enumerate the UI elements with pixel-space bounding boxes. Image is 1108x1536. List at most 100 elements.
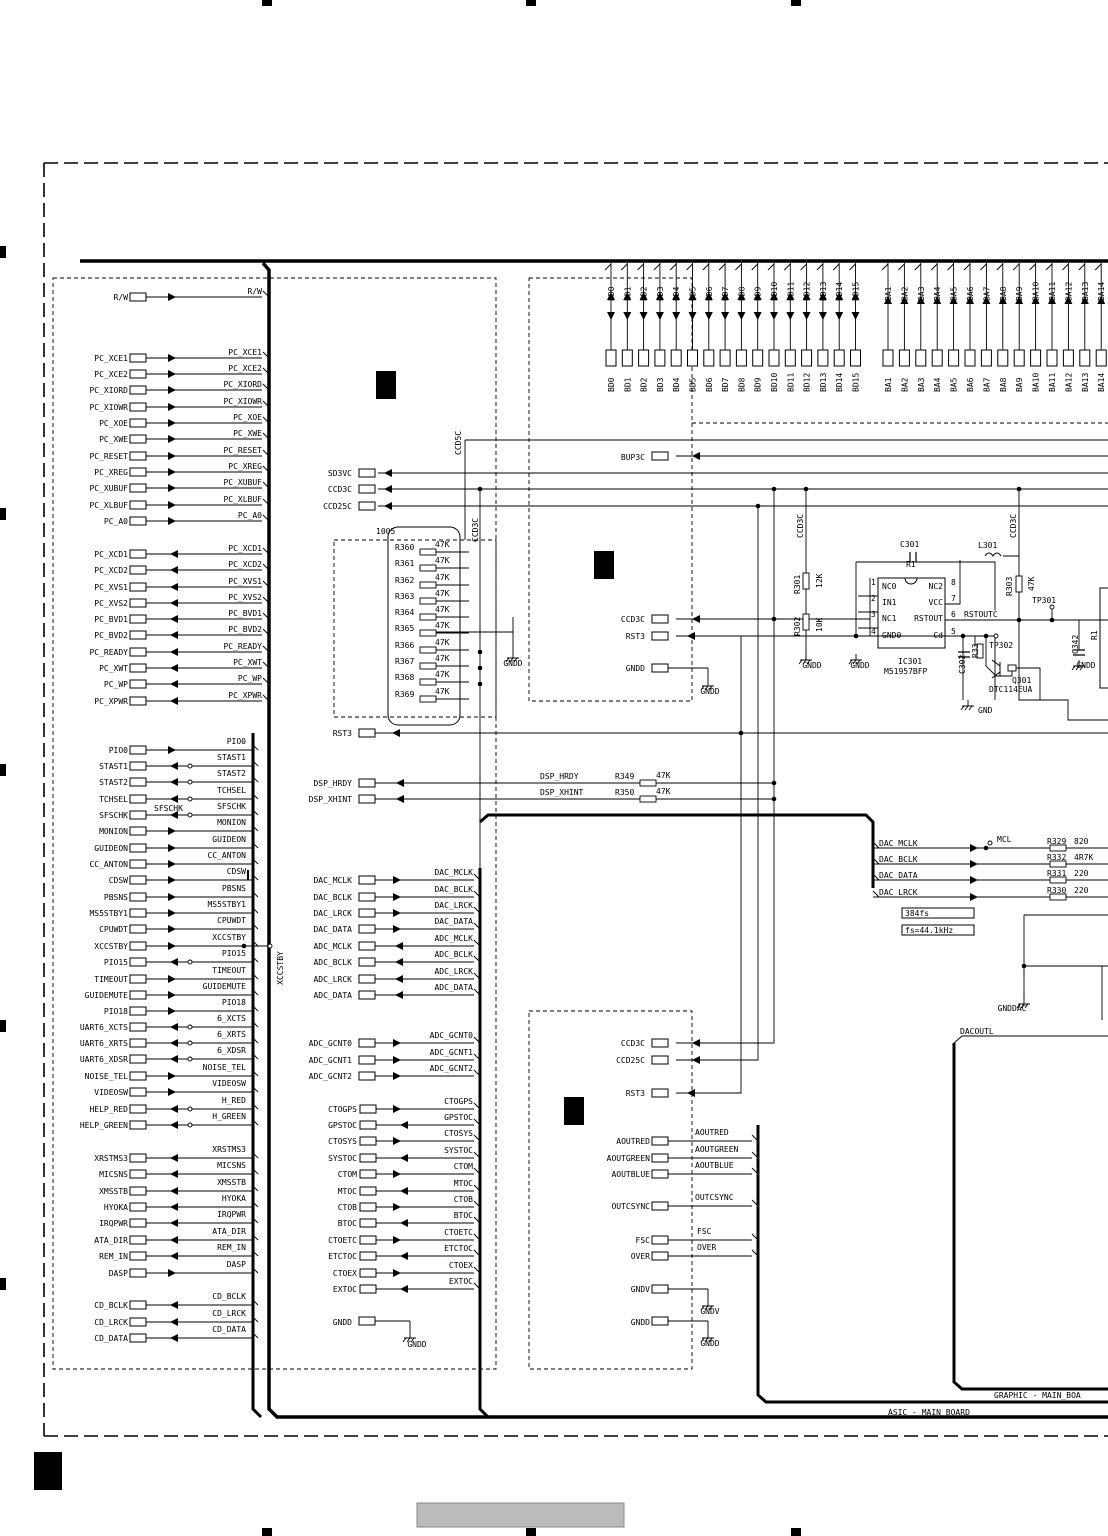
arrow-left-icon	[170, 1039, 178, 1047]
tp301-label: TP301	[1032, 596, 1056, 605]
arrow-left-icon	[170, 1203, 178, 1211]
bus-entry	[686, 263, 693, 271]
arrow-right-icon	[168, 991, 176, 999]
bus-signal-label: PC_XIORD	[223, 380, 262, 389]
bus-entry	[930, 263, 938, 271]
bus-bit-label: BA10	[1032, 282, 1041, 301]
connector-label: BD12	[803, 373, 812, 392]
open-terminal	[187, 1040, 193, 1046]
bus-entry	[251, 1331, 259, 1339]
connector-box	[129, 941, 147, 951]
dsp-wire-label: DSP_HRDY	[540, 772, 579, 781]
arrow-up-icon	[802, 292, 811, 300]
resistor-label: R368	[395, 673, 414, 682]
bus-entry	[251, 1151, 259, 1159]
connector-box	[129, 1120, 147, 1130]
connector-label: PC_BVD1	[94, 615, 128, 624]
connector-label: BA11	[1048, 373, 1057, 392]
arrow-left-icon	[384, 485, 392, 493]
connector-box	[129, 1317, 147, 1327]
bus-entry	[262, 580, 270, 588]
resistor-icon	[1049, 844, 1067, 852]
connector-box	[129, 483, 147, 493]
gnd-label: GNDD	[802, 661, 821, 670]
arrow-down-icon	[721, 312, 730, 320]
connector-box	[129, 630, 147, 640]
connector-label: BD10	[770, 373, 779, 392]
bus-entry	[751, 1151, 759, 1159]
bus-bit-label: BA8	[999, 286, 1008, 301]
resistor-label: R329	[1047, 837, 1066, 846]
connector-box	[882, 349, 894, 367]
arrow-right-icon	[168, 435, 176, 443]
rst3-connector-label: RST3	[333, 729, 352, 738]
arrow-right-icon	[168, 746, 176, 754]
bus-entry	[262, 383, 270, 391]
connector-box	[129, 582, 147, 592]
arrow-down-icon	[851, 312, 860, 320]
bus-signal-label: PC_XVS1	[228, 577, 262, 586]
connector-box	[358, 728, 376, 738]
c342-label: C342	[1071, 635, 1080, 654]
ground-icon	[848, 659, 862, 665]
cto-bus-label: CTOSYS	[444, 1129, 473, 1138]
connector-label: MONION	[99, 827, 128, 836]
resistor-label: R367	[395, 657, 414, 666]
bus-entry	[251, 939, 259, 947]
resistor-value: 47K	[656, 787, 671, 796]
connector-box	[129, 957, 147, 967]
connector-box	[651, 663, 669, 673]
resistor-icon	[419, 678, 437, 686]
connector-box	[1062, 349, 1074, 367]
connector-box	[358, 974, 376, 984]
cto-bus-label: MTOC	[454, 1179, 473, 1188]
arrow-up-icon	[655, 292, 664, 300]
capacitor-icon	[909, 552, 917, 562]
resistor-icon	[419, 581, 437, 589]
connector-label: CC_ANTON	[89, 860, 128, 869]
dac-connector-label: ADC_DATA	[313, 991, 352, 1000]
resistor-icon	[802, 613, 810, 631]
connector-box	[359, 1104, 377, 1114]
ccd3c-vertical-label: CCD3C	[471, 518, 480, 542]
tp302-label: TP302	[989, 641, 1013, 650]
l301-label: L301	[978, 541, 997, 550]
bus-bit-label: BA3	[917, 286, 926, 301]
bus-entry	[262, 367, 270, 375]
arrow-right-icon	[168, 354, 176, 362]
connector-box	[129, 1268, 147, 1278]
test-point-icon	[987, 840, 993, 846]
cto-connector-label: BTOC	[338, 1219, 357, 1228]
connector-box	[129, 777, 147, 787]
connector-label: IRQPWR	[99, 1219, 128, 1228]
connector-label: PIO0	[109, 746, 128, 755]
bus-entry	[751, 1249, 759, 1257]
arrow-up-icon	[916, 296, 925, 304]
arrow-right-icon	[168, 501, 176, 509]
connector-box	[129, 369, 147, 379]
bus-entry	[872, 873, 880, 881]
resistor-icon	[1007, 664, 1017, 672]
connector-box	[129, 745, 147, 755]
arrow-left-icon	[170, 1170, 178, 1178]
resistor-icon	[1049, 860, 1067, 868]
arrow-up-icon	[1097, 296, 1106, 304]
arrow-right-icon	[168, 1269, 176, 1277]
connector-box	[651, 631, 669, 641]
bus-entry	[1029, 263, 1036, 271]
connector-box	[358, 501, 376, 511]
gcnt-connector-label: ADC_GCNT0	[309, 1039, 353, 1048]
arrow-left-icon	[170, 680, 178, 688]
bus-signal-label: PC_XCD2	[228, 560, 262, 569]
gcnt-connector-label: ADC_GCNT1	[309, 1056, 353, 1065]
lower-connector-label: CCD25C	[616, 1056, 645, 1065]
connector-box	[651, 1201, 669, 1211]
bus-entry	[251, 1036, 259, 1044]
bus-signal-label: PC_WP	[238, 674, 262, 683]
dac-connector-label: DAC_DATA	[313, 925, 352, 934]
arrow-up-icon	[900, 296, 909, 304]
connector-label: BD8	[737, 377, 746, 392]
connector-label: TCHSEL	[99, 795, 128, 804]
arrow-left-icon	[170, 1252, 178, 1260]
arrow-right-icon	[393, 925, 401, 933]
